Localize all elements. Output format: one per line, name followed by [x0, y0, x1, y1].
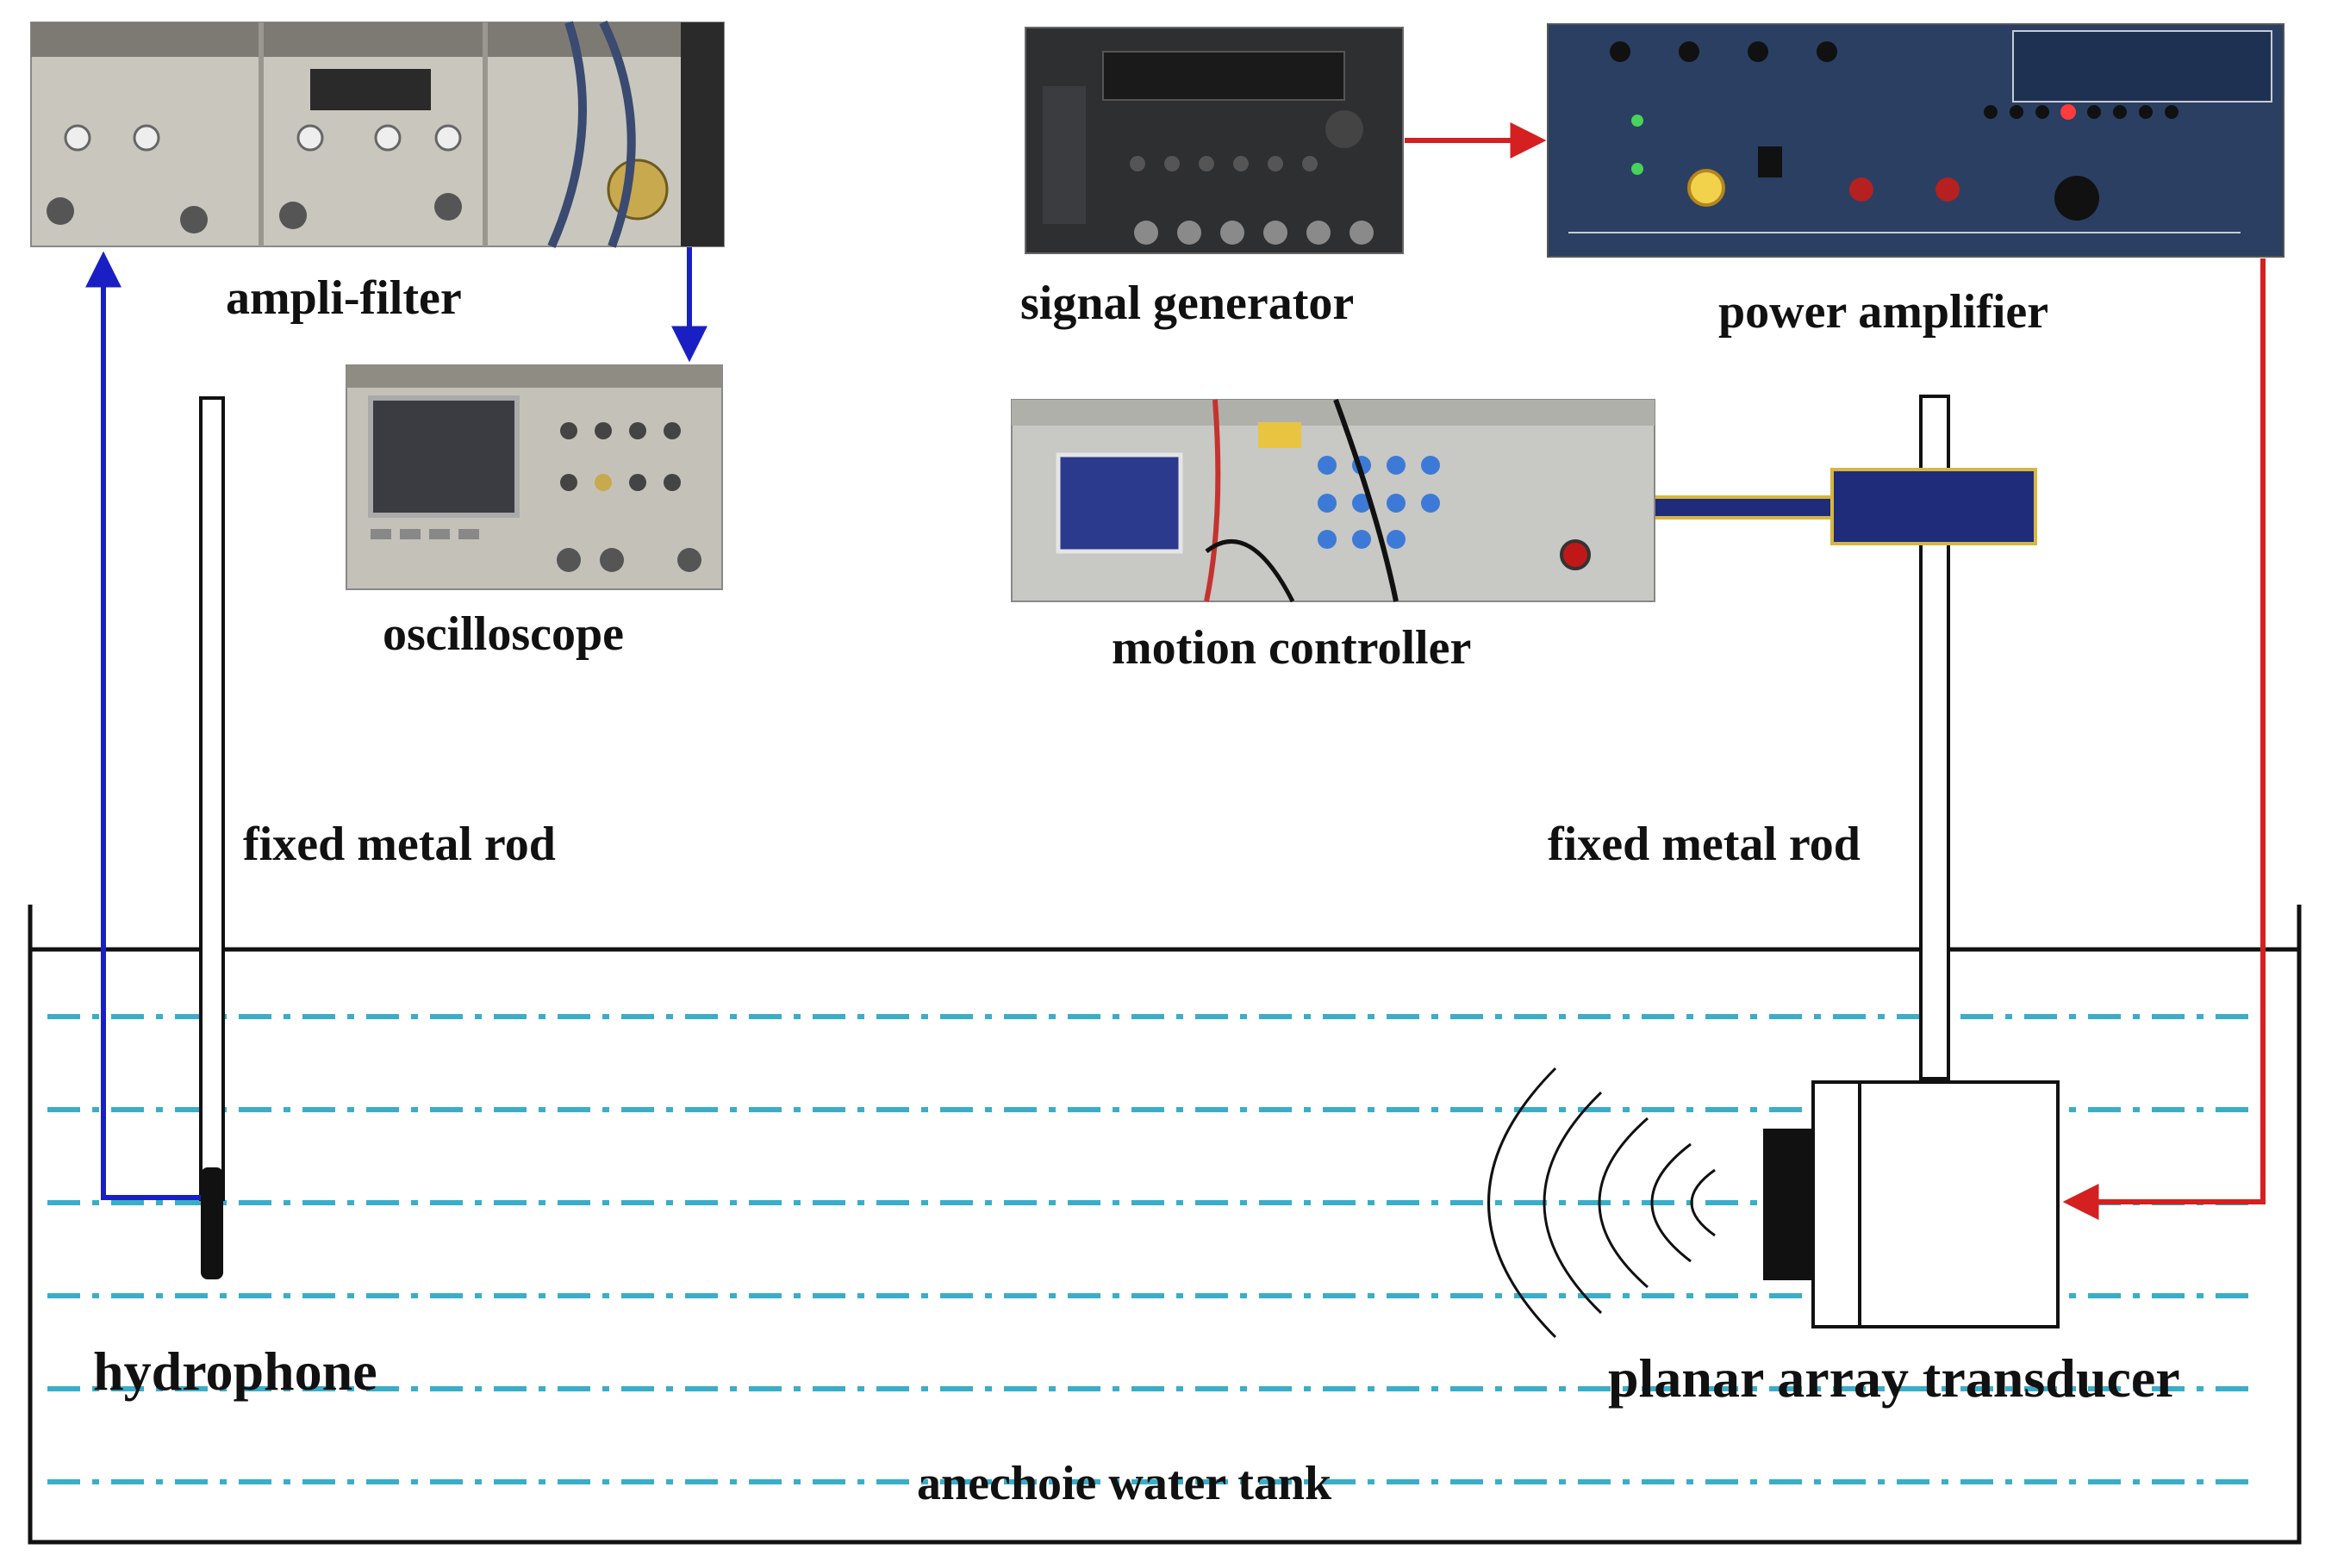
hydrophone-label: hydrophone [93, 1341, 377, 1402]
water-surface-lines [47, 1014, 2258, 1484]
planar-array-transducer-label: planar array transducer [1608, 1347, 2180, 1409]
signal-generator-label: signal generator [1020, 277, 1355, 330]
oscilloscope-photo [346, 364, 723, 590]
sound-wave-arcs [1487, 1067, 1716, 1339]
motion-controller-label: motion controller [1112, 621, 1472, 675]
left-fixed-metal-rod-label: fixed metal rod [243, 818, 556, 871]
signal-generator-photo [1025, 27, 1404, 254]
planar-array-transducer [1763, 1080, 2060, 1328]
tank-label: anechoie water tank [917, 1457, 1332, 1510]
power-amplifier-label: power amplifier [1718, 285, 2049, 339]
hydrophone-probe [201, 1167, 223, 1279]
left-fixed-metal-rod [199, 396, 225, 1201]
oscilloscope-label: oscilloscope [383, 607, 624, 661]
receive-signal-path [85, 246, 707, 1200]
ampli-filter-photo [30, 20, 725, 249]
right-fixed-metal-rod-label: fixed metal rod [1548, 818, 1861, 871]
transmit-signal-path [1405, 122, 2266, 1220]
power-amplifier-photo [1547, 23, 2284, 258]
ampli-filter-label: ampli-filter [226, 271, 462, 325]
motion-controller-photo [1011, 398, 1655, 603]
motion-arm [1651, 468, 2037, 545]
